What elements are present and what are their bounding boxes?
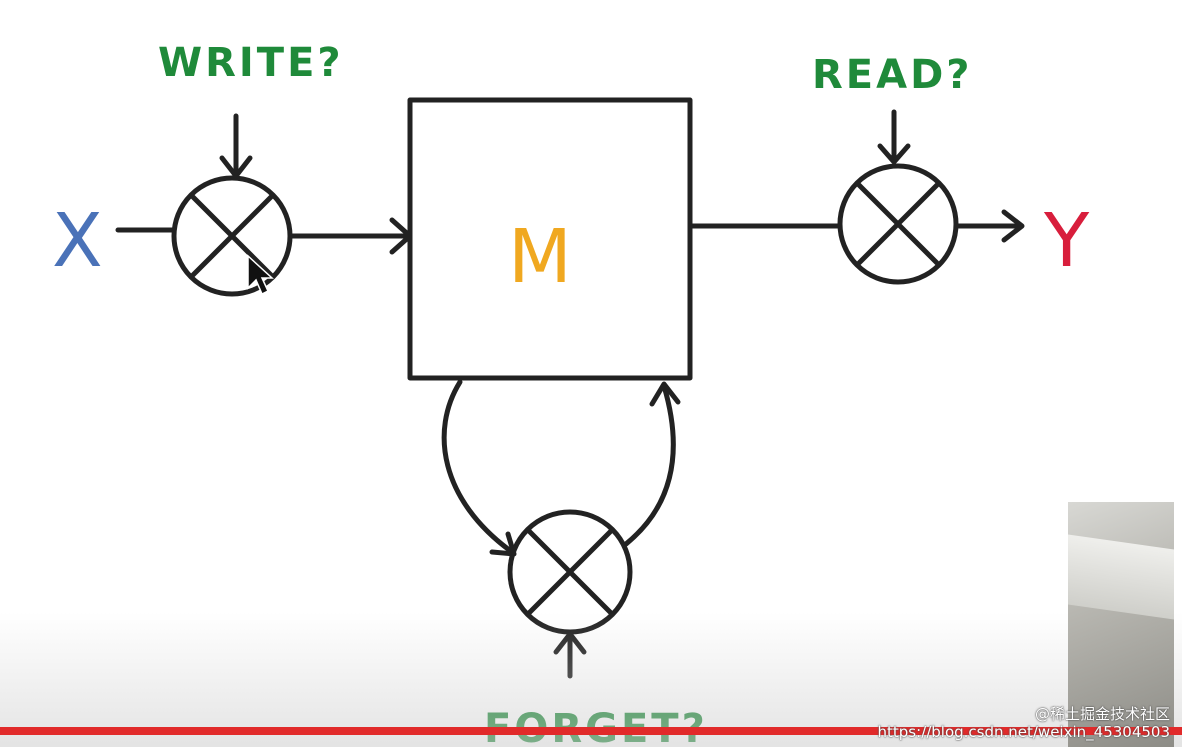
video-progress-bar[interactable] xyxy=(0,727,1182,735)
forget-to-memory-arrow xyxy=(623,383,676,547)
webcam-thumbnail xyxy=(1068,502,1174,747)
watermark: @稀土掘金技术社区 https://blog.csdn.net/weixin_4… xyxy=(877,705,1170,741)
write-gate xyxy=(171,175,293,297)
read-gate xyxy=(837,163,959,285)
memory-label: M xyxy=(508,214,572,300)
memory-to-forget-arrow xyxy=(441,379,515,555)
forget-gate xyxy=(507,509,633,635)
input-label: X xyxy=(52,198,103,284)
memory-box xyxy=(407,97,693,381)
write-gate-label: WRITE? xyxy=(158,40,344,86)
watermark-line-1: @稀土掘金技术社区 xyxy=(1034,705,1170,723)
read-gate-label: READ? xyxy=(812,52,973,98)
read-gate-multiply-icon xyxy=(837,163,959,285)
output-label: Y xyxy=(1043,198,1090,284)
webcam-scene xyxy=(1068,534,1174,620)
watermark-line-2: https://blog.csdn.net/weixin_45304503 xyxy=(877,723,1170,741)
mouse-cursor-icon xyxy=(247,254,274,296)
